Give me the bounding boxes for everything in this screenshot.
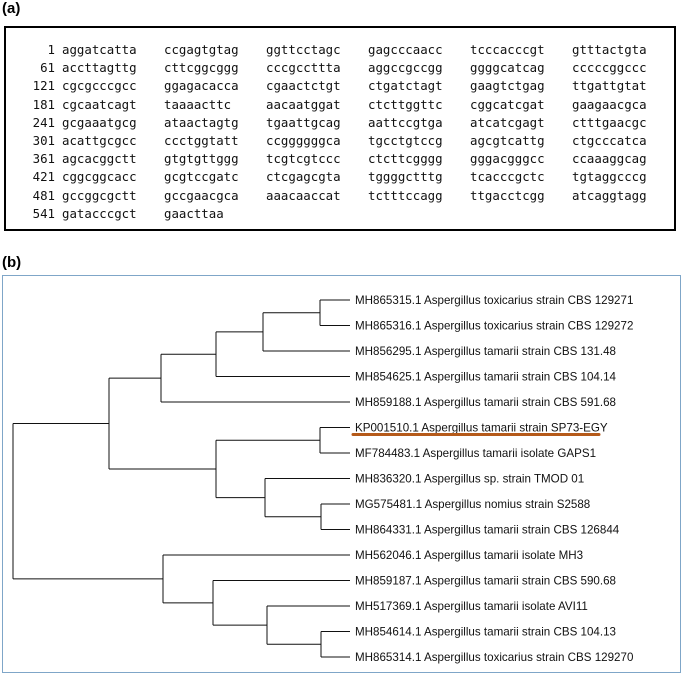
sequence-chunk: tgcctgtccg — [368, 133, 443, 148]
sequence-chunk: aggccgccgg — [368, 60, 443, 76]
tree-leaf-label: MH865314.1 Aspergillus toxicarius strain… — [355, 651, 633, 664]
sequence-chunk: atcaggtagg — [572, 187, 647, 203]
tree-leaf-label: MH836320.1 Aspergillus sp. strain TMOD 0… — [355, 473, 584, 486]
sequence-position: 61 — [40, 60, 55, 76]
sequence-chunk: tgaattgcag — [266, 114, 341, 130]
sequence-line: 241 gcgaaatgcg ataactagtg tgaattgcag aattccg… — [6, 115, 674, 133]
sequence-line: 301 acattgcgcc ccctggtatt ccggggggca tgcctgt… — [6, 133, 674, 151]
sequence-position: 241 — [32, 114, 55, 130]
sequence-line: 181 cgcaatcagt taaaacttc aacaatggat ctcttggt… — [6, 97, 674, 115]
sequence-chunk: cggcggcacc — [62, 169, 137, 185]
tree-leaf-label: MH854614.1 Aspergillus tamarii strain CB… — [355, 626, 616, 639]
panel-b-label: (b) — [2, 254, 22, 271]
sequence-line: 361 agcacggctt gtgtgttggg tcgtcgtccc ctcttcg… — [6, 151, 674, 169]
sequence-line: 1 aggatcatta ccgagtgtag ggttcctagc gagcccaac… — [6, 42, 674, 60]
sequence-chunk: gaacttaa — [164, 205, 224, 221]
sequence-line: 421 cggcggcacc gcgtccgatc ctcgagcgta tggggct… — [6, 169, 674, 187]
sequence-chunk: ctcttcgggg — [368, 151, 443, 167]
sequence-chunk: gatacccgct — [62, 205, 137, 221]
sequence-line: 61 accttagttg cttcggcggg cccgccttta aggccgcc… — [6, 60, 674, 78]
sequence-line: 541 gatacccgct gaacttaa — [6, 206, 674, 224]
sequence-chunk: ccggggggca — [266, 133, 341, 148]
sequence-chunk: gaagaacgca — [572, 96, 647, 112]
sequence-chunk: cccccggccc — [572, 60, 647, 76]
sequence-position: 1 — [47, 42, 55, 57]
sequence-chunk: tcccacccgt — [470, 42, 545, 57]
sequence-chunk: gtttactgta — [572, 42, 647, 57]
sequence-chunk: ctttgaacgc — [572, 114, 647, 130]
sequence-chunk: ttgattgtat — [572, 78, 647, 94]
sequence-chunk: cttcggcggg — [164, 60, 239, 76]
sequence-chunk: ccctggtatt — [164, 133, 239, 148]
sequence-position: 361 — [32, 151, 55, 167]
tree-leaf-label: MF784483.1 Aspergillus tamarii isolate G… — [355, 447, 596, 460]
sequence-chunk: ctcttggttc — [368, 96, 443, 112]
sequence-position: 481 — [32, 187, 55, 203]
sequence-chunk: aggatcatta — [62, 42, 137, 57]
tree-leaf-label: MH562046.1 Aspergillus tamarii isolate M… — [355, 549, 583, 562]
tree-leaf-label: MH865315.1 Aspergillus toxicarius strain… — [355, 294, 633, 307]
sequence-chunk: ttgacctcgg — [470, 187, 545, 203]
sequence-chunk: agcacggctt — [62, 151, 137, 167]
sequence-chunk: tcacccgctc — [470, 169, 545, 185]
tree-leaf-label: MH859187.1 Aspergillus tamarii strain CB… — [355, 575, 616, 588]
sequence-position: 301 — [32, 133, 55, 148]
sequence-chunk: gcgtccgatc — [164, 169, 239, 185]
tree-leaf-label: KP001510.1 Aspergillus tamarii strain SP… — [355, 422, 608, 435]
sequence-chunk: tgtaggcccg — [572, 169, 647, 185]
sequence-position: 181 — [32, 96, 55, 112]
sequence-chunk: tcgtcgtccc — [266, 151, 341, 167]
phylogenetic-tree-panel: MH865315.1 Aspergillus toxicarius strain… — [2, 275, 681, 673]
tree-leaf-label: MH854625.1 Aspergillus tamarii strain CB… — [355, 371, 617, 384]
sequence-chunk: cgaactctgt — [266, 78, 341, 94]
sequence-chunk: accttagttg — [62, 60, 137, 76]
sequence-chunk: gagcccaacc — [368, 42, 443, 57]
sequence-line: 481 gccggcgctt gccgaacgca aaacaaccat tctttcc… — [6, 188, 674, 206]
sequence-chunk: gtgtgttggg — [164, 151, 239, 167]
sequence-chunk: ataactagtg — [164, 114, 239, 130]
sequence-chunk: taaaacttc — [164, 96, 232, 112]
sequence-chunk: ccgagtgtag — [164, 42, 239, 57]
sequence-chunk: gggacgggcc — [470, 151, 545, 167]
sequence-chunk: tggggctttg — [368, 169, 443, 185]
sequence-chunk: gcgaaatgcg — [62, 114, 137, 130]
sequence-chunk: tctttccagg — [368, 187, 443, 203]
sequence-chunk: aacaatggat — [266, 96, 341, 112]
phylogenetic-tree: MH865315.1 Aspergillus toxicarius strain… — [12, 294, 633, 664]
sequence-chunk: cgcgcccgcc — [62, 78, 137, 94]
sequence-chunk: cccgccttta — [266, 60, 341, 76]
tree-leaf-label: MH865316.1 Aspergillus toxicarius strain… — [355, 320, 633, 333]
tree-leaf-label: MH856295.1 Aspergillus tamarii strain CB… — [355, 345, 616, 358]
sequence-chunk: cgcaatcagt — [62, 96, 137, 112]
sequence-chunk: ctgatctagt — [368, 78, 443, 94]
sequence-chunk: ggttcctagc — [266, 42, 341, 57]
sequence-chunk: atcatcgagt — [470, 114, 545, 130]
sequence-chunk: ggagacacca — [164, 78, 239, 94]
sequence-position: 421 — [32, 169, 55, 185]
sequence-chunk: ctgcccatca — [572, 133, 647, 148]
sequence-chunk: ggggcatcag — [470, 60, 545, 76]
sequence-chunk: ctcgagcgta — [266, 169, 341, 185]
sequence-position: 121 — [32, 78, 55, 94]
sequence-chunk: gccggcgctt — [62, 187, 137, 203]
sequence-chunk: gaagtctgag — [470, 78, 545, 94]
sequence-chunk: aattccgtga — [368, 114, 443, 130]
sequence-chunk: ccaaaggcag — [572, 151, 647, 167]
tree-leaf-label: MH859188.1 Aspergillus tamarii strain CB… — [355, 396, 616, 409]
tree-leaf-label: MH517369.1 Aspergillus tamarii isolate A… — [355, 600, 588, 613]
sequence-chunk: aaacaaccat — [266, 187, 341, 203]
sequence-chunk: agcgtcattg — [470, 133, 545, 148]
panel-a-label: (a) — [2, 0, 21, 17]
sequence-chunk: acattgcgcc — [62, 133, 137, 148]
sequence-line: 121 cgcgcccgcc ggagacacca cgaactctgt ctgatct… — [6, 78, 674, 96]
sequence-position: 541 — [32, 205, 55, 221]
sequence-chunk: gccgaacgca — [164, 187, 239, 203]
tree-leaf-label: MH864331.1 Aspergillus tamarii strain CB… — [355, 524, 620, 537]
tree-leaf-label: MG575481.1 Aspergillus nomius strain S25… — [355, 498, 590, 511]
sequence-box: 1 aggatcatta ccgagtgtag ggttcctagc gagcccaac… — [4, 26, 676, 231]
sequence-chunk: cggcatcgat — [470, 96, 545, 112]
